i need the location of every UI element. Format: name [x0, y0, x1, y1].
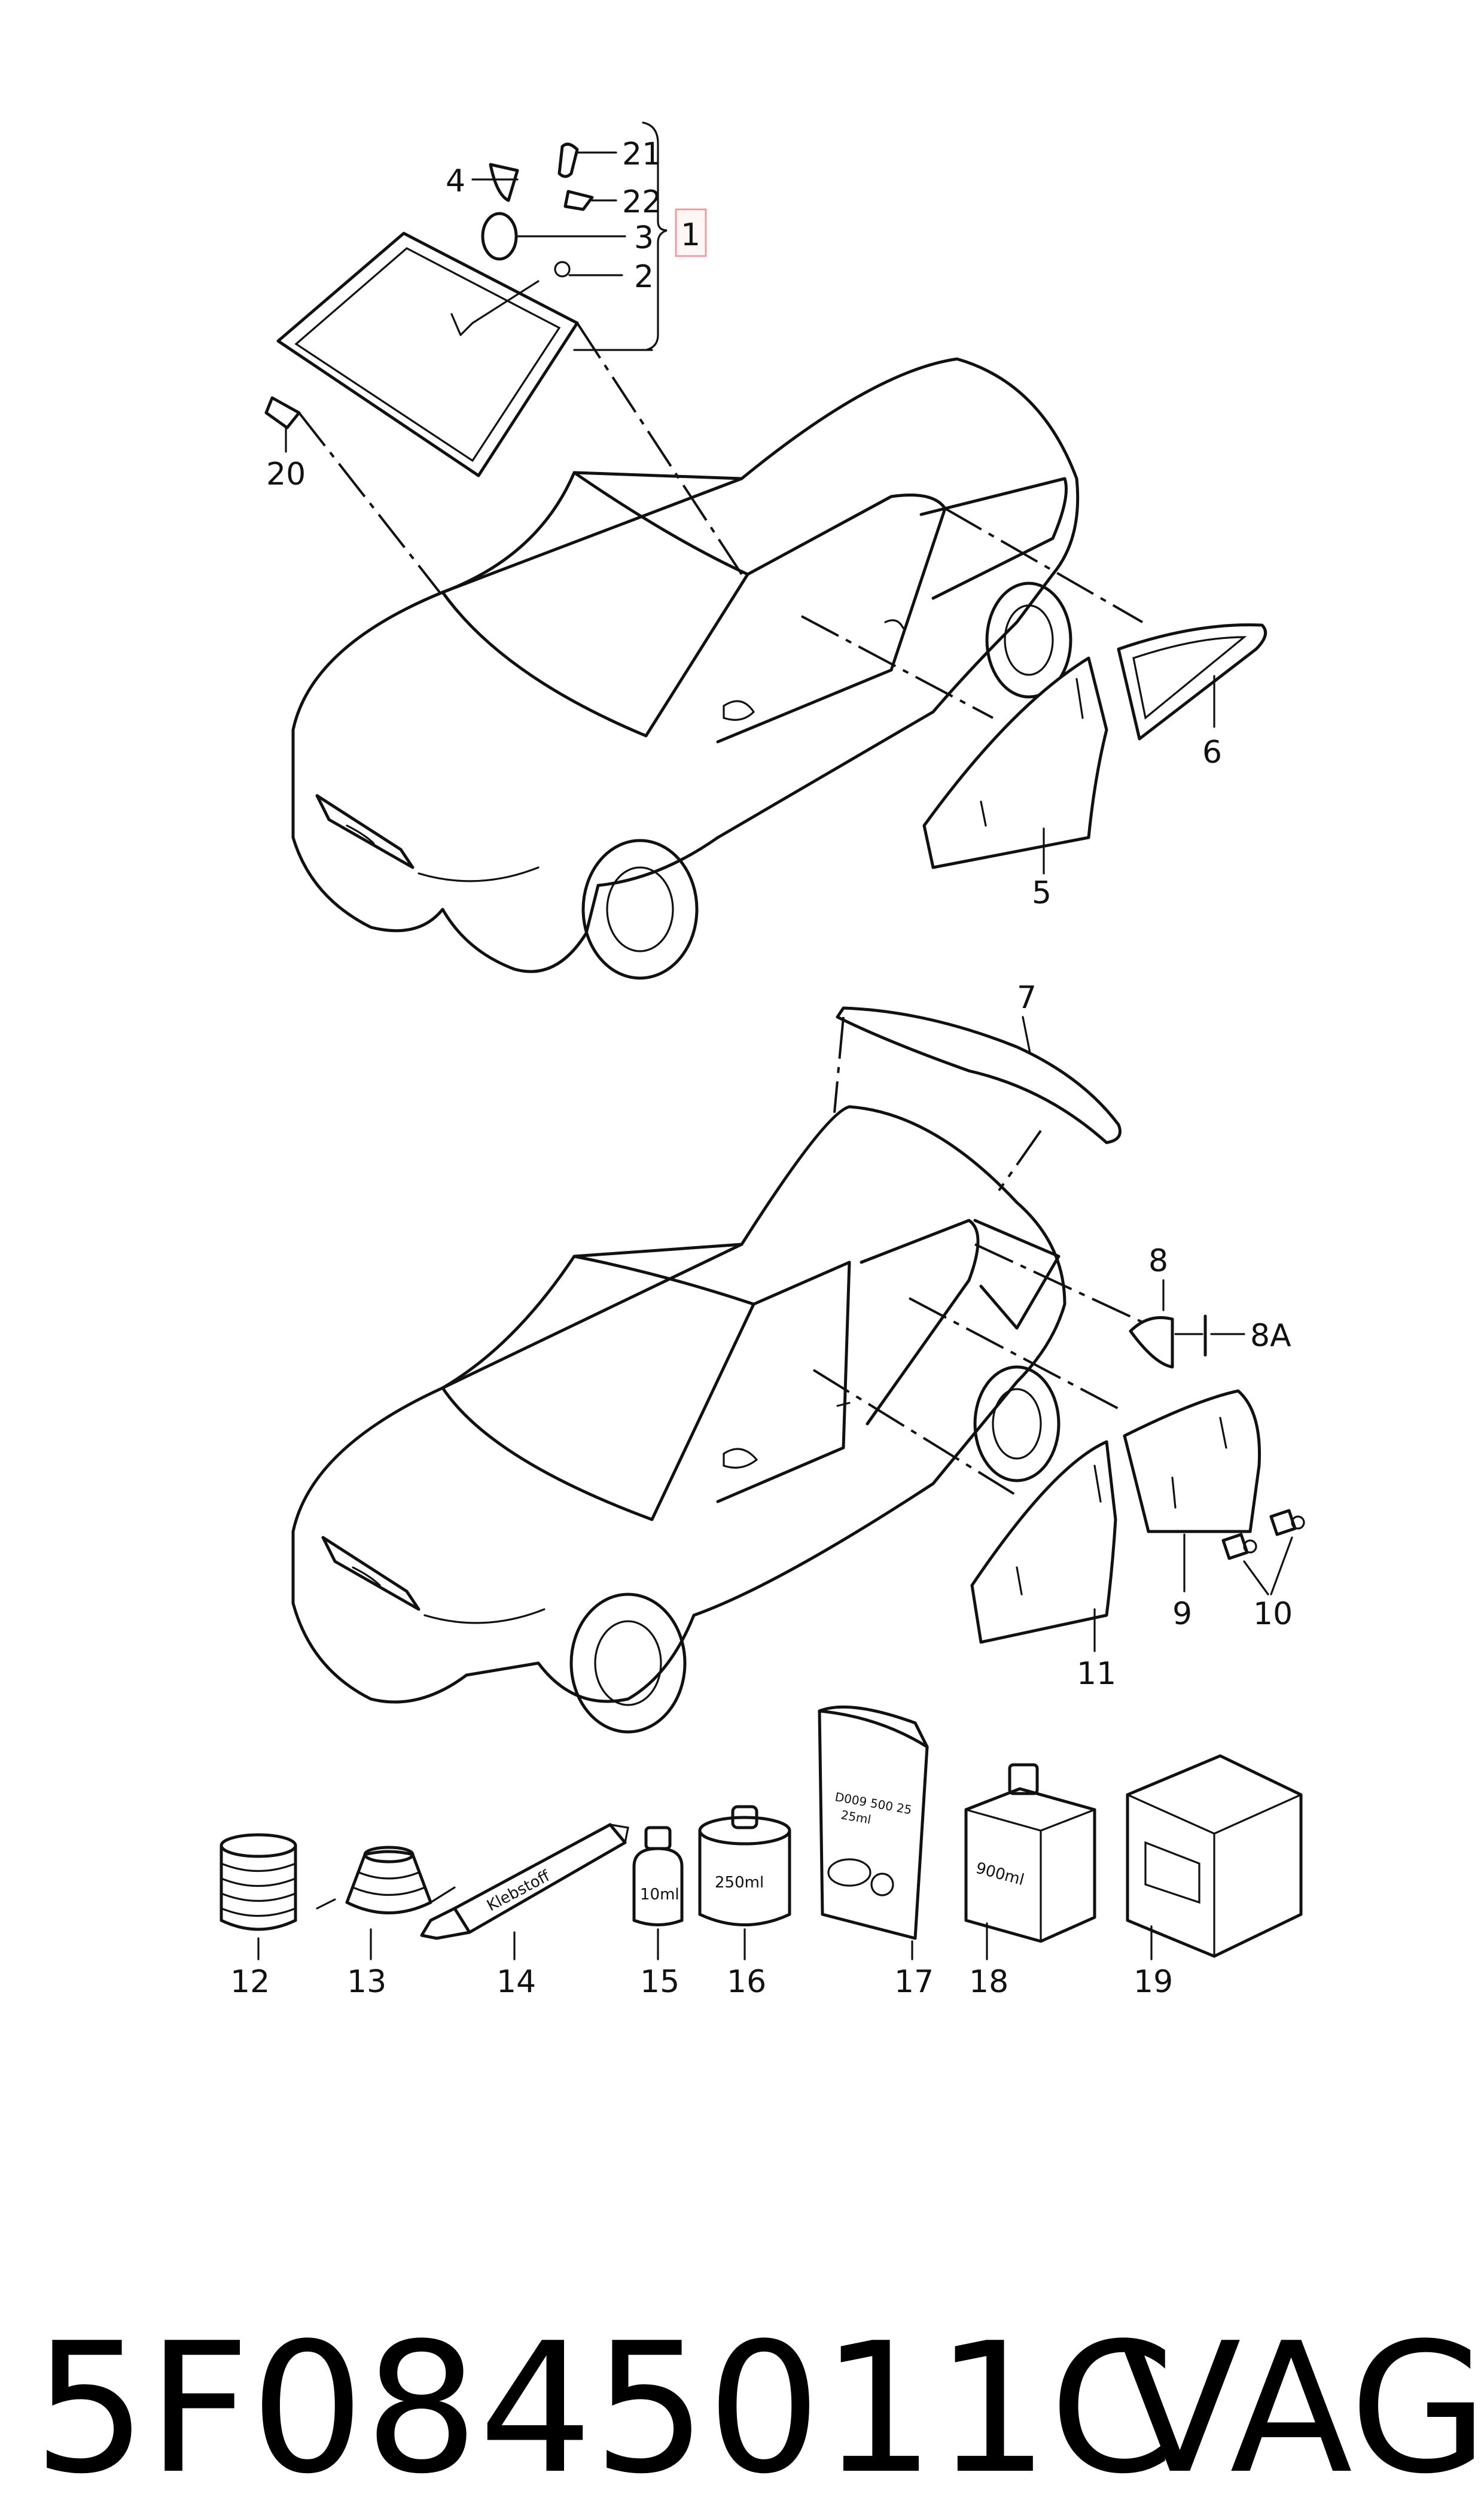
windshield-glass [276, 232, 579, 477]
rear-glass-7: 7 [833, 980, 1122, 1192]
bottle-15: 10ml 15 [632, 1826, 684, 2000]
callout-7: 7 [1017, 980, 1037, 1016]
callout-3: 3 [634, 220, 654, 256]
hood-line [441, 1243, 743, 1390]
car-body-outline [291, 1105, 1066, 1704]
sensor-20 [264, 396, 301, 430]
spool-13: 13 [316, 1846, 456, 2000]
rear-wheel [973, 1365, 1061, 1482]
callout-13: 13 [347, 1964, 386, 2000]
clips-10: 10 [1221, 1509, 1305, 1632]
windshield-group: 1 21 22 4 3 2 20 [264, 121, 743, 593]
kit-box-19: 19 [1126, 1754, 1303, 2000]
front-grille [321, 1536, 420, 1611]
callout-8: 8 [1148, 1243, 1168, 1279]
rear-quarter-window [973, 1219, 1061, 1330]
mirror [723, 1448, 758, 1469]
sensor-mount [450, 280, 540, 336]
quarter-glass-8: 8 8A [1129, 1243, 1291, 1369]
can-label: 250ml [715, 1874, 764, 1892]
mirror [723, 700, 755, 721]
front-wheel [569, 1593, 687, 1734]
callout-12: 12 [230, 1964, 270, 2000]
callout-4: 4 [446, 163, 465, 199]
quarter-glass-6: 6 [1117, 623, 1267, 771]
highlight-box [675, 208, 707, 257]
windshield-opening [441, 471, 749, 738]
car-5door [291, 1105, 1143, 1734]
callout-10: 10 [1253, 1596, 1293, 1632]
adhesive-tube-14: Klebstoff 14 [420, 1823, 629, 2000]
bottle-small-label: 10ml [640, 1886, 679, 1904]
windshield-inner-border [294, 247, 561, 462]
door-handle [884, 619, 904, 629]
callout-11: 11 [1077, 1656, 1116, 1692]
windshield-opening [441, 1255, 755, 1521]
part-4 [489, 163, 519, 202]
rear-wheel [985, 581, 1072, 699]
group-bracket [642, 121, 668, 351]
callout-16: 16 [727, 1964, 766, 2000]
front-grille [315, 794, 415, 869]
bottle-18: 900ml 18 [964, 1763, 1096, 2000]
rear-window-frame [919, 477, 1068, 600]
callout-15: 15 [640, 1964, 679, 2000]
car-body-outline [291, 357, 1080, 973]
pouch-label-2: 25ml [840, 1807, 872, 1826]
rear-door-glass-9: 9 [1123, 1389, 1261, 1632]
callout-9: 9 [1172, 1596, 1192, 1632]
callout-17: 17 [894, 1964, 934, 2000]
callout-8a: 8A [1250, 1318, 1291, 1354]
front-wheel [581, 839, 699, 980]
callout-22: 22 [622, 184, 662, 220]
mount-3 [481, 212, 518, 261]
callout-19: 19 [1133, 1964, 1173, 2000]
callout-1: 1 [681, 217, 700, 253]
front-door-window [716, 1260, 851, 1503]
bottle-large-label: 900ml [974, 1859, 1026, 1889]
door-window-frame [716, 494, 947, 744]
headlight [418, 866, 540, 882]
badge [352, 1566, 381, 1587]
pad-22 [563, 190, 594, 211]
car-3door [291, 357, 1143, 980]
callout-5: 5 [1032, 875, 1052, 911]
front-door-glass-11: 11 [970, 1440, 1117, 1692]
callout-2: 2 [634, 259, 654, 295]
door-glass-5: 5 [922, 656, 1108, 911]
callout-6: 6 [1202, 735, 1222, 771]
callout-18: 18 [969, 1964, 1008, 2000]
headlight [423, 1608, 546, 1624]
rear-door-window [860, 1219, 980, 1426]
callout-20: 20 [266, 456, 306, 492]
sealing-cord-12: 12 [220, 1833, 297, 2000]
badge [346, 824, 375, 845]
brand: VAG [1119, 2304, 1484, 2513]
hood-line [441, 471, 743, 594]
callout-21: 21 [622, 136, 662, 172]
callout-14: 14 [496, 1964, 536, 2000]
screw-2 [554, 261, 571, 278]
pouch-17: D009 500 25 25ml 17 [818, 1705, 934, 2000]
primer-can-16: 250ml 16 [698, 1805, 791, 2000]
clip-21 [557, 142, 579, 178]
part-number: 5F0845011C [33, 2304, 1175, 2513]
